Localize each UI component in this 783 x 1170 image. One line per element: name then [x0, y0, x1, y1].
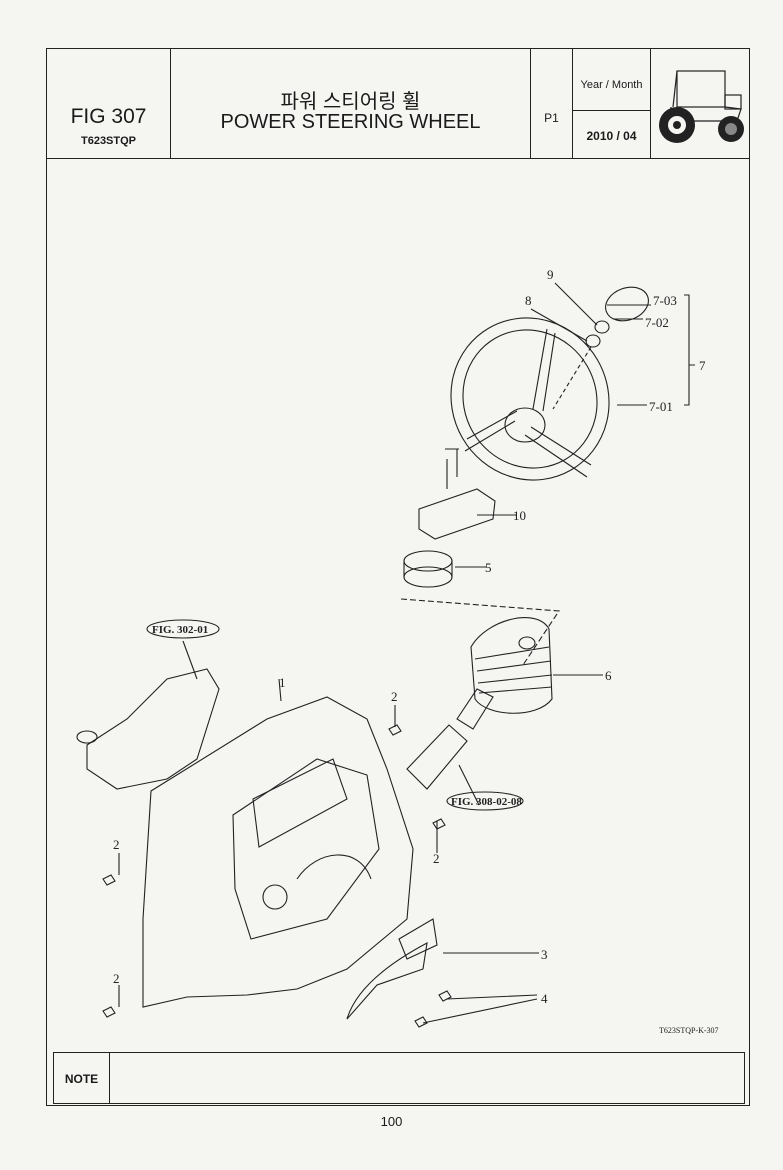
page-frame: FIG 307 T623STQP 파워 스티어링 휠 POWER STEERIN…: [46, 48, 750, 1106]
callout-7-01: 7-01: [649, 399, 673, 414]
callout-7-02: 7-02: [645, 315, 669, 330]
callout-5: 5: [485, 560, 492, 575]
spacer: [403, 550, 453, 572]
callout-2-top: 2: [391, 689, 398, 704]
callout-1: 1: [279, 675, 286, 690]
note-label-cell: NOTE: [54, 1053, 110, 1103]
page-cell: P1: [531, 49, 573, 158]
date-label: Year / Month: [580, 79, 643, 91]
callout-9: 9: [547, 267, 554, 282]
callout-6: 6: [605, 668, 612, 683]
title-cell: 파워 스티어링 휠 POWER STEERING WHEEL: [171, 49, 531, 158]
fig-cell: FIG 307 T623STQP: [47, 49, 171, 158]
lower-cover: [346, 941, 428, 1020]
parts-drawing: 9 8 7-03 7-02 7 7-01 10 5 6 1 2 2 2 2 3 …: [47, 159, 749, 1052]
ref-fig-302-01: FIG. 302-01: [152, 624, 208, 636]
bolts: [102, 724, 452, 1028]
drawing-code: T623STQP-K-307: [659, 1026, 719, 1035]
tractor-icon: [659, 70, 744, 143]
dashboard-panel: [142, 696, 414, 1008]
callout-8: 8: [525, 293, 532, 308]
tractor-image-cell: [651, 49, 751, 158]
callout-3: 3: [541, 947, 548, 962]
callout-7: 7: [699, 358, 706, 373]
callout-10: 10: [513, 508, 526, 523]
rubber-boot: [470, 617, 553, 714]
model-code: T623STQP: [80, 135, 137, 147]
callout-2-left-upper: 2: [113, 837, 120, 852]
callout-7-03: 7-03: [653, 293, 677, 308]
header: FIG 307 T623STQP 파워 스티어링 휠 POWER STEERIN…: [47, 49, 749, 159]
note-label: NOTE: [64, 1072, 99, 1086]
note-box: NOTE: [53, 1052, 745, 1104]
callout-2-left-lower: 2: [113, 971, 120, 986]
date-label-box: Year / Month: [573, 49, 650, 111]
date-cell: Year / Month 2010 / 04: [573, 49, 651, 158]
steering-column: [406, 688, 494, 790]
steering-wheel-rim: [450, 317, 610, 481]
title-korean: 파워 스티어링 휠: [280, 91, 421, 113]
date-value: 2010 / 04: [586, 129, 637, 143]
page-number: 100: [380, 1114, 403, 1129]
callout-2-right: 2: [433, 851, 440, 866]
combination-switch: [418, 488, 496, 540]
callout-4: 4: [541, 991, 548, 1006]
steering-wheel-spokes: [464, 328, 592, 478]
exploded-view-svg: 9 8 7-03 7-02 7 7-01 10 5 6 1 2 2 2 2 3 …: [76, 267, 719, 1035]
fig-number: FIG 307: [70, 105, 147, 128]
ref-fig-308-02-08: FIG. 308-02-08: [451, 796, 522, 808]
title-english: POWER STEERING WHEEL: [220, 111, 481, 133]
page-label: P1: [544, 111, 559, 125]
mounting-bracket: [86, 668, 220, 790]
